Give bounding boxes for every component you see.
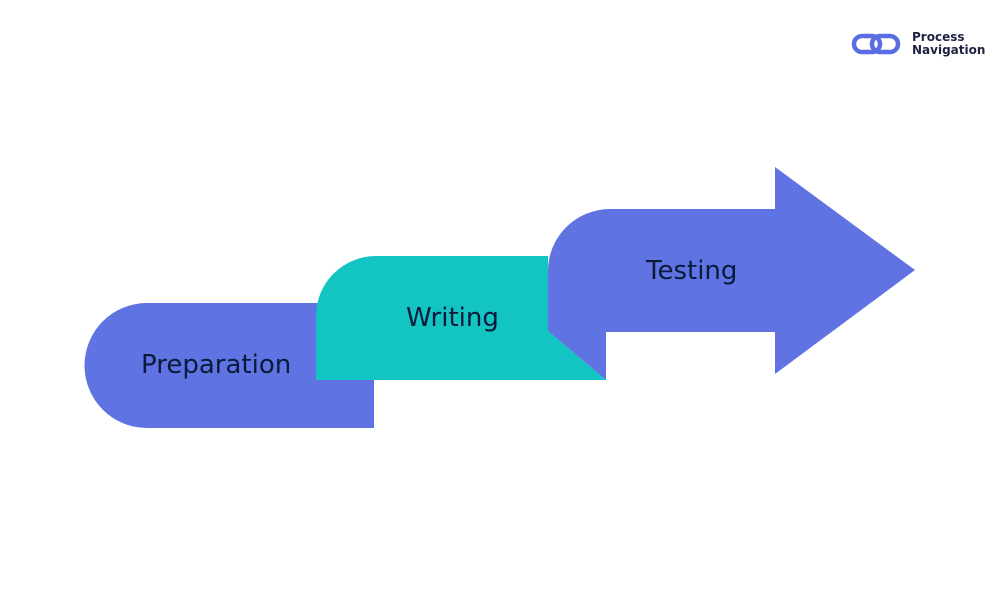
step-writing-label: Writing xyxy=(406,303,499,333)
logo-links xyxy=(851,33,901,55)
chain-link-logo-icon xyxy=(851,33,901,55)
brand-name-line2: Navigation xyxy=(912,43,986,57)
brand-name: Process Navigation xyxy=(912,31,985,57)
step-preparation-shape xyxy=(84,303,374,428)
brand-logo: Process Navigation xyxy=(848,31,985,57)
step-preparation-label: Preparation xyxy=(141,350,292,380)
step-testing-arrow-shape xyxy=(548,167,915,380)
brand-name-line1: Process xyxy=(912,30,965,44)
step-writing-shape xyxy=(316,256,606,380)
step-testing-label: Testing xyxy=(646,256,738,286)
